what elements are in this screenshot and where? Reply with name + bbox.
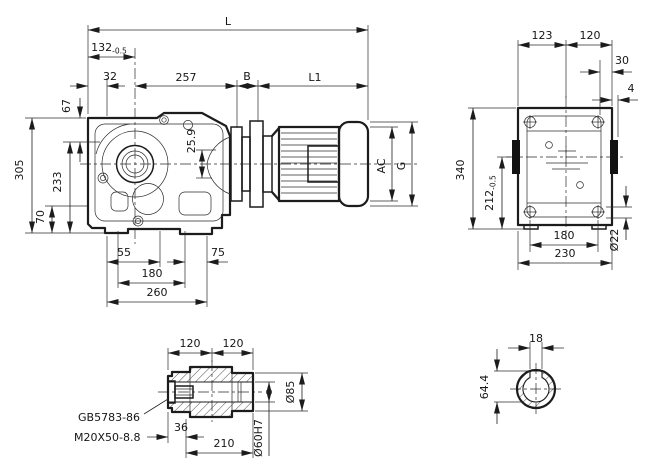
dim-rear-180: 180 — [554, 229, 575, 242]
dim-70: 70 — [34, 210, 47, 224]
dim-180: 180 — [142, 267, 163, 280]
shaft-od-circle — [515, 368, 557, 410]
output-bore-circle — [115, 144, 155, 184]
dim-257: 257 — [176, 71, 197, 84]
lower-boss-circle — [132, 183, 164, 215]
dim-260: 260 — [147, 286, 168, 299]
dim-32: 32 — [103, 70, 117, 83]
mounting-holes — [523, 115, 605, 219]
shaft-section-view: 18 64.4 — [478, 332, 564, 424]
gearbox-inner-wall — [94, 123, 224, 222]
retaining-bolt — [174, 385, 194, 399]
shaft-detail-dimensions: 120 120 Ø85 Ø60H7 36 210 GB5783 — [74, 337, 308, 458]
shaft-stub-left — [512, 140, 520, 174]
dim-dia-85: Ø85 — [284, 381, 297, 404]
dim-L1: L1 — [308, 71, 321, 84]
dim-233: 233 — [51, 172, 64, 193]
shaft-stub-right — [610, 140, 618, 174]
motor-fins — [281, 132, 337, 194]
dim-4: 4 — [628, 82, 635, 95]
dim-18: 18 — [529, 332, 543, 345]
dim-132: 132-0.5 — [91, 41, 127, 56]
dim-B: B — [243, 70, 251, 83]
dim-120-left: 120 — [180, 337, 201, 350]
dim-120: 120 — [580, 29, 601, 42]
fan-cowl — [337, 120, 370, 208]
motor — [271, 120, 370, 208]
dim-36: 36 — [174, 421, 188, 434]
dim-305: 305 — [13, 160, 26, 181]
dim-64-4: 64.4 — [478, 375, 491, 400]
rear-view-dimensions: 123 120 30 4 340 212-0.5 — [454, 29, 638, 270]
dim-AC: AC — [375, 158, 388, 173]
coupling-flanges — [230, 120, 273, 208]
side-view-dimensions: L 132-0.5 32 257 B L1 305 233 70 — [13, 15, 418, 307]
note-standard: GB5783-86 — [78, 411, 140, 424]
shaft-section-dimensions: 18 64.4 — [478, 332, 564, 424]
dim-123: 123 — [532, 29, 553, 42]
dim-dia-22: Ø22 — [608, 229, 621, 252]
dim-67: 67 — [60, 99, 73, 113]
dim-210: 210 — [214, 437, 235, 450]
dim-G: G — [395, 162, 408, 171]
dim-230: 230 — [555, 247, 576, 260]
dim-30: 30 — [615, 54, 629, 67]
rear-view: 123 120 30 4 340 212-0.5 — [454, 29, 638, 270]
shaft-detail-view: 120 120 Ø85 Ø60H7 36 210 GB5783 — [74, 337, 308, 458]
dim-25-9: 25.9 — [185, 129, 198, 154]
gearbox-body-outline — [86, 111, 232, 236]
dim-55: 55 — [117, 246, 131, 259]
dim-212: 212-0.5 — [483, 175, 498, 211]
bore-with-keyway — [522, 370, 550, 403]
dim-dia-60H7: Ø60H7 — [252, 419, 265, 457]
note-bolt: M20X50-8.8 — [74, 431, 140, 444]
dim-340: 340 — [454, 160, 467, 181]
dim-120-right: 120 — [223, 337, 244, 350]
dim-L: L — [225, 15, 232, 28]
dim-75: 75 — [211, 246, 225, 259]
output-boss-circle — [101, 130, 169, 198]
hollow-shaft-outline — [166, 365, 255, 419]
side-view: L 132-0.5 32 257 B L1 305 233 70 — [13, 15, 420, 307]
